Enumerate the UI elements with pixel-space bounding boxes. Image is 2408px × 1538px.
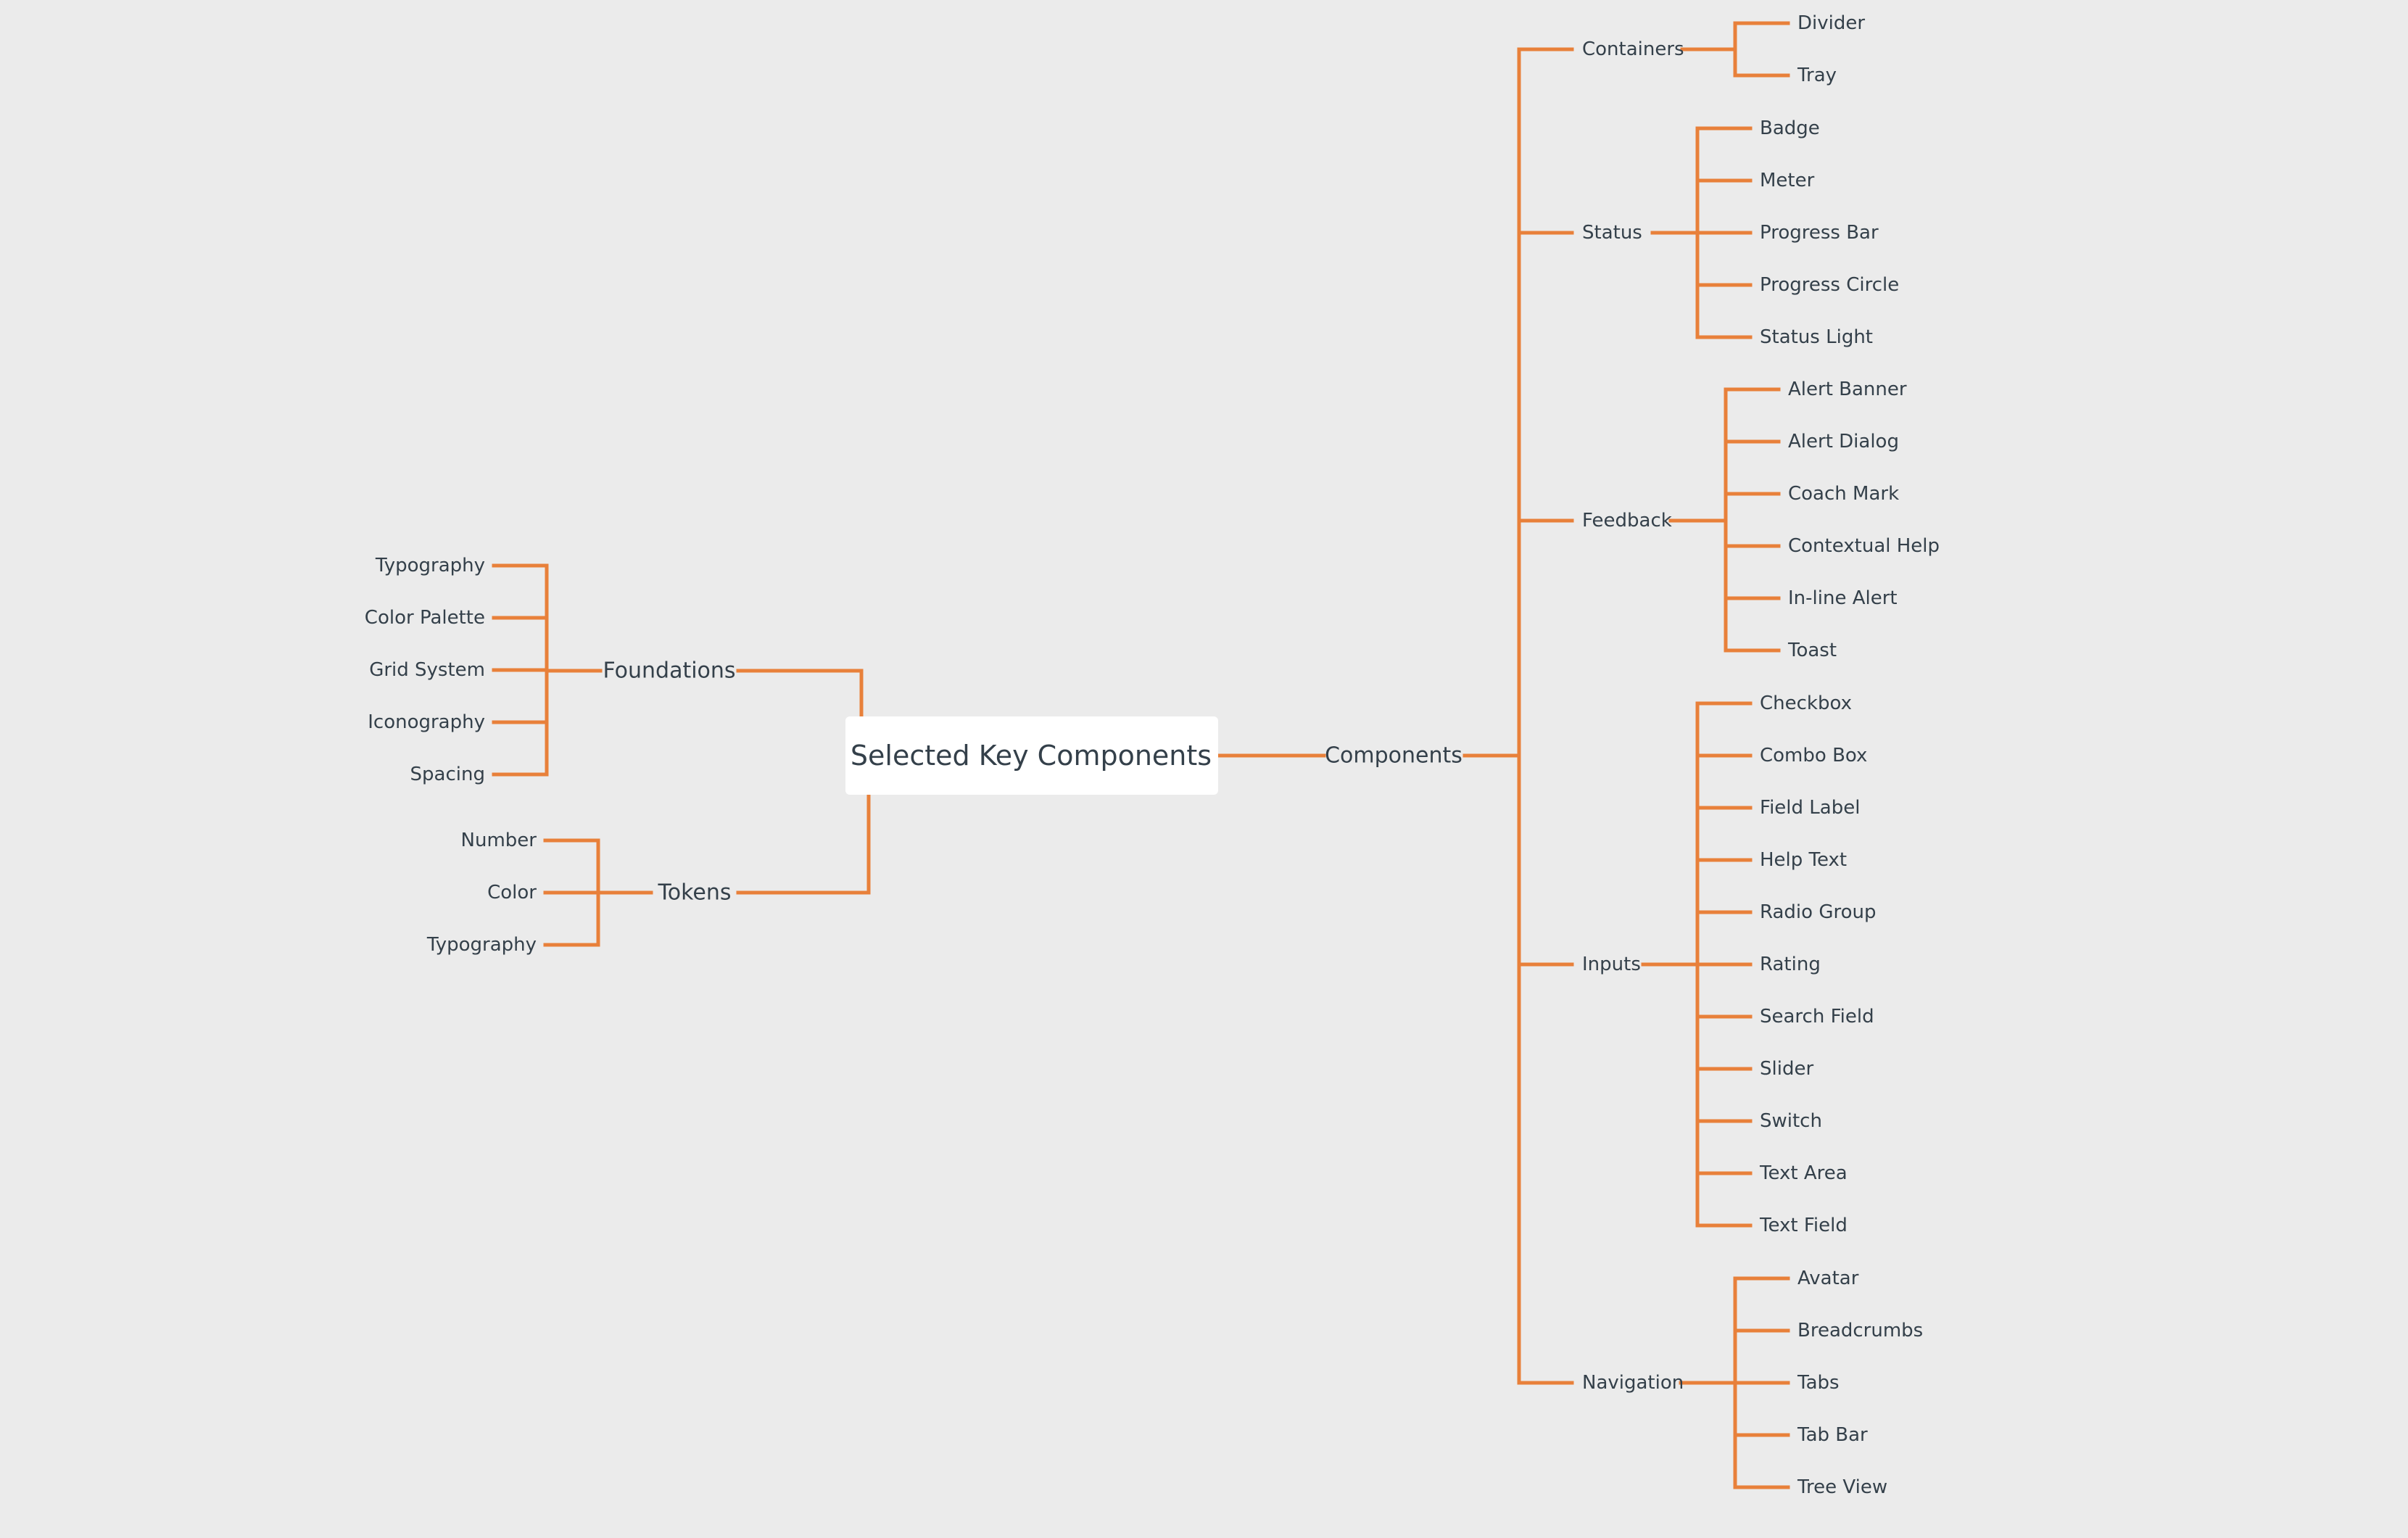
leaf-inputs-text-field: Text Field	[1759, 1215, 1848, 1236]
leaf-inputs-field-label: Field Label	[1760, 797, 1860, 819]
branch-label-tokens: Tokens	[658, 880, 732, 906]
leaf-tokens-number: Number	[461, 830, 537, 851]
group-label-feedback: Feedback	[1582, 510, 1672, 532]
leaf-feedback-in-line-alert: In-line Alert	[1788, 587, 1898, 609]
group-label-status: Status	[1582, 222, 1642, 244]
leaf-inputs-slider: Slider	[1760, 1058, 1813, 1080]
leaf-inputs-radio-group: Radio Group	[1760, 901, 1876, 923]
leaf-containers-divider: Divider	[1797, 12, 1865, 34]
branch-label-foundations: Foundations	[603, 658, 735, 684]
leaf-foundations-typography: Typography	[375, 555, 485, 576]
leaf-tokens-typography: Typography	[426, 934, 537, 956]
leaf-inputs-rating: Rating	[1760, 954, 1821, 975]
leaf-containers-tray: Tray	[1797, 65, 1837, 86]
group-label-navigation: Navigation	[1582, 1372, 1684, 1394]
root-node-label: Selected Key Components	[851, 740, 1212, 772]
leaf-inputs-switch: Switch	[1760, 1110, 1822, 1132]
leaf-status-status-light: Status Light	[1760, 326, 1873, 348]
leaf-feedback-toast: Toast	[1787, 640, 1837, 661]
leaf-feedback-alert-banner: Alert Banner	[1788, 379, 1907, 400]
leaf-navigation-tab-bar: Tab Bar	[1797, 1424, 1868, 1446]
leaf-foundations-color-palette: Color Palette	[365, 607, 485, 629]
leaf-inputs-search-field: Search Field	[1760, 1006, 1874, 1028]
leaf-inputs-text-area: Text Area	[1759, 1162, 1848, 1184]
leaf-foundations-iconography: Iconography	[368, 711, 485, 733]
leaf-status-progress-circle: Progress Circle	[1760, 274, 1899, 296]
leaf-foundations-grid-system: Grid System	[369, 659, 485, 681]
leaf-inputs-checkbox: Checkbox	[1760, 692, 1852, 714]
root-node	[845, 716, 1218, 795]
leaf-inputs-combo-box: Combo Box	[1760, 745, 1867, 766]
leaf-status-meter: Meter	[1760, 170, 1815, 191]
leaf-tokens-color: Color	[487, 882, 537, 904]
leaf-navigation-avatar: Avatar	[1797, 1268, 1859, 1289]
leaf-feedback-contextual-help: Contextual Help	[1788, 535, 1940, 557]
leaf-status-badge: Badge	[1760, 117, 1820, 139]
group-label-inputs: Inputs	[1582, 954, 1641, 975]
leaf-feedback-coach-mark: Coach Mark	[1788, 483, 1899, 505]
branch-label-components: Components	[1325, 743, 1462, 769]
group-label-containers: Containers	[1582, 38, 1684, 60]
leaf-feedback-alert-dialog: Alert Dialog	[1788, 431, 1899, 452]
connector-lines	[492, 21, 1790, 1489]
leaf-inputs-help-text: Help Text	[1760, 849, 1847, 871]
leaf-navigation-tree-view: Tree View	[1797, 1476, 1887, 1498]
leaf-navigation-tabs: Tabs	[1797, 1372, 1840, 1394]
leaf-navigation-breadcrumbs: Breadcrumbs	[1797, 1320, 1923, 1341]
leaf-foundations-spacing: Spacing	[410, 764, 485, 785]
leaf-status-progress-bar: Progress Bar	[1760, 222, 1879, 244]
diagram-nodes: Selected Key ComponentsFoundationsTypogr…	[365, 12, 1940, 1498]
